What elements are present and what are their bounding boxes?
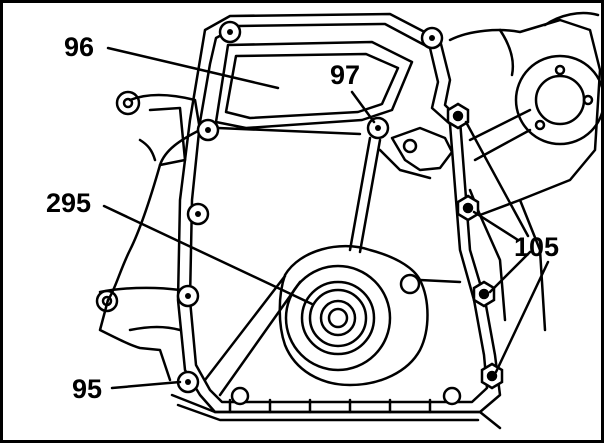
lower-strut <box>203 274 287 382</box>
crankshaft-seal-outer <box>284 264 392 372</box>
right-housing-rib <box>518 198 547 332</box>
leader-line-105 <box>464 120 530 238</box>
leader-line-105 <box>494 260 550 374</box>
hex-nut-105-center <box>462 202 474 214</box>
crankshaft-seal-ring <box>308 288 368 348</box>
right-housing-rib <box>498 28 515 77</box>
cover-bolt-center <box>429 35 435 41</box>
callout-97: 97 <box>330 60 360 90</box>
hex-nut-105-center <box>452 110 464 122</box>
cover-bolt <box>230 386 250 406</box>
cover-bolt-center <box>195 211 201 217</box>
left-bracket <box>138 138 157 162</box>
cover-bolt <box>442 386 462 406</box>
leader-line-105 <box>488 250 532 294</box>
cover-bolt <box>399 273 421 295</box>
crankshaft-seal-ring <box>300 280 376 356</box>
cover-bolt-center <box>227 29 233 35</box>
block-boss <box>95 289 119 313</box>
leader-line-295 <box>102 204 314 306</box>
left-bracket <box>148 106 187 167</box>
water-pump-arm <box>468 108 532 142</box>
leader-line-95 <box>110 380 182 390</box>
oil-pan-edge <box>170 393 502 430</box>
lower-strut <box>418 278 462 284</box>
crankshaft-seal-inner <box>319 299 357 337</box>
hex-nut-105-center <box>486 370 498 382</box>
callout-295: 295 <box>46 188 91 218</box>
water-pump-bolt <box>554 64 566 76</box>
cover-rib <box>358 138 382 254</box>
cover-divider-line <box>216 126 362 136</box>
leader-line-96 <box>106 46 280 90</box>
engine-block-left-outline <box>98 93 202 382</box>
sensor-bracket-arm <box>378 148 432 180</box>
cover-bolt-center <box>205 127 211 133</box>
callout-105: 105 <box>514 232 559 262</box>
cover-bolt-center <box>375 125 381 131</box>
callout-95: 95 <box>72 374 102 404</box>
cover-rib <box>348 136 372 252</box>
block-boss-hole <box>122 97 134 109</box>
lower-strut <box>218 280 302 397</box>
water-pump-bolt <box>534 119 546 131</box>
engine-block-left-rib <box>128 325 182 332</box>
right-housing-rib <box>478 213 507 322</box>
block-boss-hole <box>101 295 113 307</box>
sensor-bracket <box>390 126 454 172</box>
oil-pan-flange <box>228 398 432 414</box>
oil-pan-edge <box>176 403 480 422</box>
cover-bolt-center <box>185 293 191 299</box>
sensor-bracket-hole <box>402 138 418 154</box>
block-boss <box>115 90 141 116</box>
leader-line-97 <box>350 90 376 124</box>
water-pump-pulley <box>514 54 604 146</box>
right-housing-rib <box>543 11 600 27</box>
callout-96: 96 <box>64 32 94 62</box>
crankshaft-center <box>327 307 349 329</box>
upper-cover-plate-inner <box>224 52 400 120</box>
hex-nut-105-center <box>478 288 490 300</box>
upper-cover-plate <box>214 40 414 130</box>
right-housing-outline <box>448 18 602 217</box>
crank-seal-housing <box>278 244 429 387</box>
leader-line-105 <box>472 210 520 242</box>
water-pump-bolt <box>582 94 594 106</box>
cover-bolt-center <box>185 379 191 385</box>
